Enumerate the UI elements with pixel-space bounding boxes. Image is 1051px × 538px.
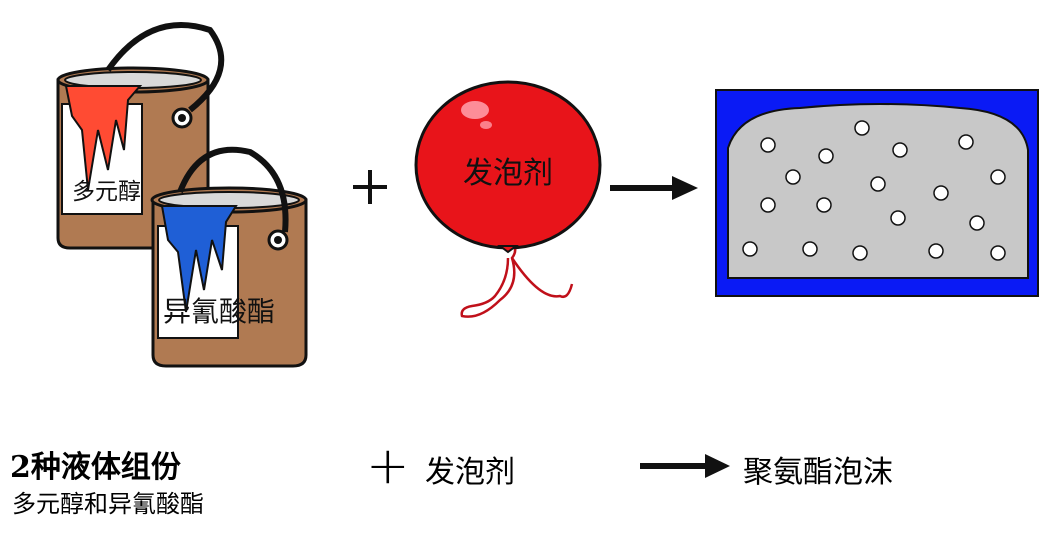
foam-bubble <box>933 185 949 201</box>
arrow-top <box>610 176 698 200</box>
blue-paint-can <box>150 146 308 368</box>
plus-sign-bottom: + <box>366 436 410 496</box>
foam-bubble <box>816 197 832 213</box>
balloon-highlight <box>461 101 489 119</box>
blue-can-label-text: 异氰酸酯 <box>163 295 276 328</box>
foam-bubble <box>854 120 870 136</box>
components-subtitle: 多元醇和异氰酸酯 <box>12 490 204 518</box>
foam-bubble <box>969 215 985 231</box>
blowing-agent-caption: 发泡剂 <box>425 455 515 490</box>
foam-bubble <box>958 134 974 150</box>
blue-paint-drip <box>160 205 238 313</box>
red-paint-drip <box>64 85 143 191</box>
plus-sign-top <box>353 170 387 204</box>
foam-bubble <box>890 210 906 226</box>
polyurethane-foam-block <box>715 89 1039 297</box>
foam-bubble <box>742 241 758 257</box>
foam-bubble <box>928 243 944 259</box>
foam-bubbles <box>742 120 1006 261</box>
red-paint-can <box>56 22 225 250</box>
foam-bubble <box>818 148 834 164</box>
red-can-label-text: 多元醇 <box>72 179 141 205</box>
foam-bubble <box>760 137 776 153</box>
components-title: 2种液体组份 <box>10 450 181 485</box>
arrow-bottom <box>640 454 730 478</box>
red-can-handle <box>105 22 225 113</box>
foam-bubble <box>802 241 818 257</box>
foam-bubble <box>892 142 908 158</box>
foam-bubble <box>760 197 776 213</box>
blue-can-handle <box>177 146 289 233</box>
foam-bubble <box>990 169 1006 185</box>
balloon-blowing-agent <box>414 80 602 318</box>
balloon-label: 发泡剂 <box>463 156 553 191</box>
foam-bubble <box>852 245 868 261</box>
foam-bubble <box>990 245 1006 261</box>
foam-caption: 聚氨酯泡沫 <box>743 455 893 490</box>
foam-bubble <box>870 176 886 192</box>
foam-bubble <box>785 169 801 185</box>
